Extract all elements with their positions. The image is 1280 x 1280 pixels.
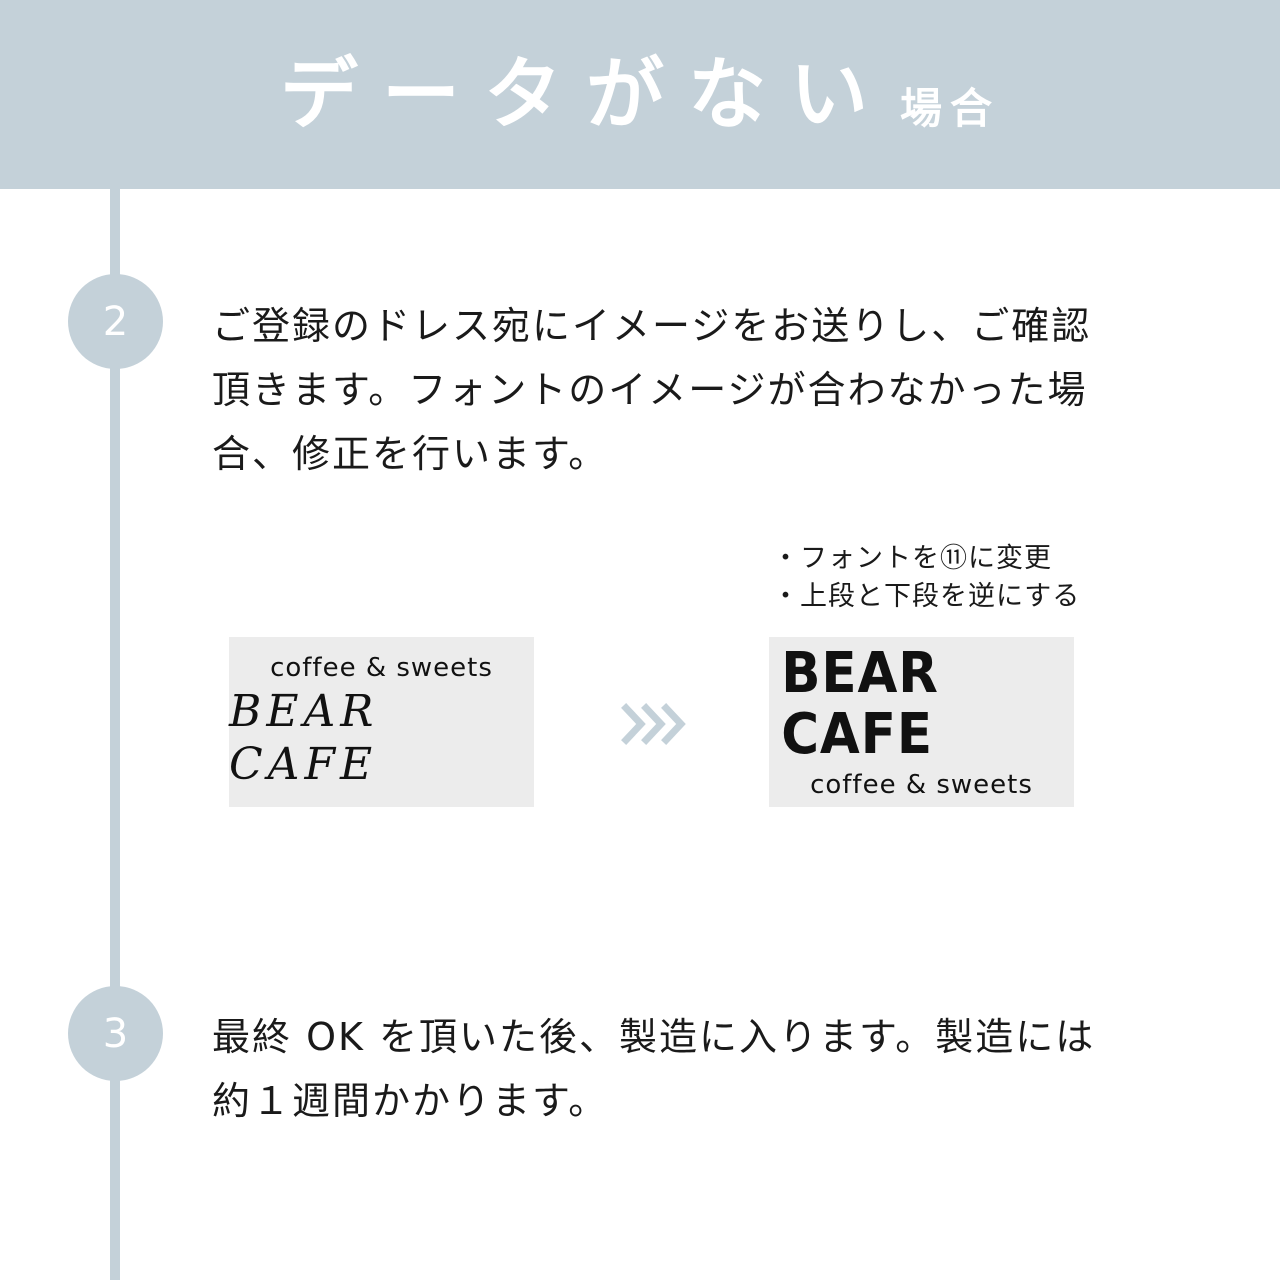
sample-after-brand: BEAR CAFE xyxy=(781,640,939,768)
step-2-line: ご登録のドレス宛にイメージをお送りし、ご確認 xyxy=(212,304,1092,348)
sample-after-subtitle: coffee & sweets xyxy=(810,770,1033,800)
revision-notes: フォントを⑪に変更 上段と下段を逆にする xyxy=(772,540,1080,616)
page-title-suffix: 場合 xyxy=(900,83,1001,133)
step-number-3: 3 xyxy=(68,986,163,1081)
triple-chevron-right-icon xyxy=(621,703,686,745)
step-3-line: 約１週間かかります。 xyxy=(212,1079,609,1123)
header-banner xyxy=(0,0,1280,189)
revision-note: フォントを⑪に変更 xyxy=(772,540,1080,578)
sample-before: coffee & sweets BEAR CAFE xyxy=(229,637,534,807)
step-3-line: 最終 OK を頂いた後、製造に入ります。製造には xyxy=(212,1015,1096,1059)
step-2-line: 頂きます。フォントのイメージが合わなかった場 xyxy=(212,368,1088,412)
timeline-line xyxy=(110,189,120,1280)
step-2-line: 合、修正を行います。 xyxy=(212,432,609,476)
page-title: データがない 場合 xyxy=(0,0,1280,189)
page-title-main: データがない xyxy=(279,49,892,140)
step-2-text: ご登録のドレス宛にイメージをお送りし、ご確認 頂きます。フォントのイメージが合わ… xyxy=(212,294,1152,486)
sample-before-subtitle: coffee & sweets xyxy=(270,652,493,683)
step-number-2: 2 xyxy=(68,274,163,369)
step-3-text: 最終 OK を頂いた後、製造に入ります。製造には 約１週間かかります。 xyxy=(212,1005,1152,1133)
sample-before-brand: BEAR CAFE xyxy=(229,685,379,790)
revision-note: 上段と下段を逆にする xyxy=(772,578,1080,616)
sample-after: BEAR CAFE coffee & sweets xyxy=(769,637,1074,807)
